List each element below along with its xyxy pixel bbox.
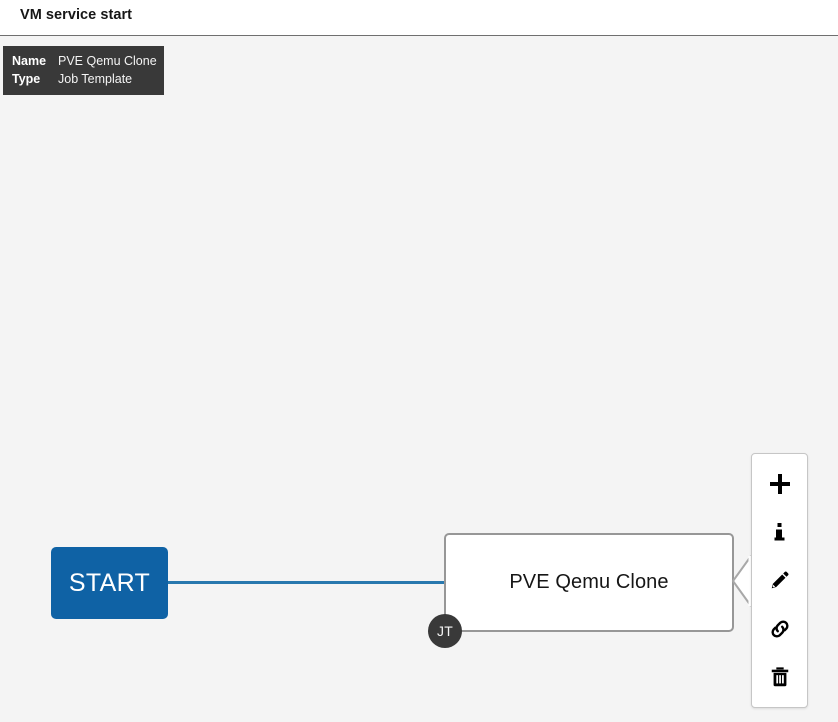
workflow-edge[interactable] [168,581,445,584]
node-tooltip: Name PVE Qemu Clone Type Job Template [3,46,164,95]
job-node-label: PVE Qemu Clone [509,571,669,593]
tooltip-row-name: Name PVE Qemu Clone [12,52,157,70]
toolbar-pointer-icon [730,555,752,607]
plus-icon [769,473,791,495]
node-details-button[interactable] [757,511,803,553]
pencil-icon [769,569,791,591]
start-node-label: START [68,568,151,597]
tooltip-value-name: PVE Qemu Clone [58,54,157,68]
tooltip-key-name: Name [12,54,47,68]
link-icon [769,618,791,640]
delete-node-button[interactable] [757,656,803,698]
page-header: VM service start [0,0,838,36]
tooltip-row-type: Type Job Template [12,70,155,88]
trash-icon [769,666,791,688]
tooltip-key-type: Type [12,72,41,86]
tooltip-value-type: Job Template [58,72,133,86]
link-node-button[interactable] [757,608,803,650]
workflow-graph: START PVE Qemu Clone JT [0,37,838,722]
start-node[interactable]: START [51,547,168,619]
job-node-type-badge: JT [428,614,462,648]
info-icon [769,521,791,543]
node-action-toolbar[interactable] [751,453,808,708]
job-node-pve-qemu-clone[interactable]: PVE Qemu Clone [444,533,734,632]
edit-node-button[interactable] [757,559,803,601]
workflow-canvas[interactable]: Name PVE Qemu Clone Type Job Template ST… [0,37,838,722]
add-node-button[interactable] [757,463,803,505]
page-title: VM service start [20,7,133,23]
